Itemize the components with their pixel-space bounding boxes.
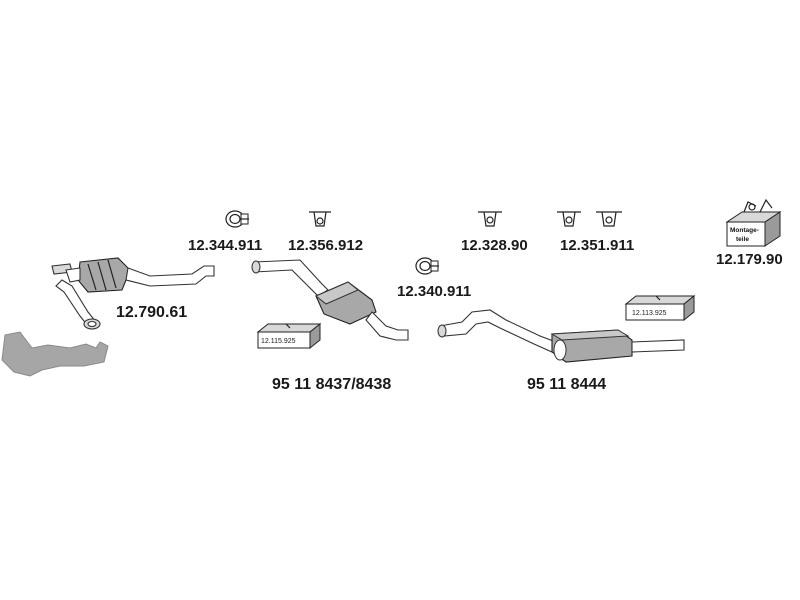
box-label: 12.115.925 [261, 338, 296, 345]
rubber-hanger-icon [557, 211, 622, 227]
box-label: 12.113.925 [632, 310, 667, 317]
rubber-hanger-icon [478, 211, 502, 227]
part-number-hanger: 12.351.911 [560, 237, 634, 254]
catalytic-converter-icon [51, 257, 215, 330]
kit-box-line2: teile [736, 236, 749, 243]
part-number-clamp: 12.344.911 [188, 237, 262, 254]
exhaust-manifold-shadow [1, 331, 109, 377]
package-box-icon: 12.115.925 [256, 322, 322, 350]
package-box-icon: 12.113.925 [624, 294, 696, 322]
part-number-rear-silencer: 95 11 8444 [527, 376, 606, 393]
clamp-icon [225, 210, 249, 228]
part-number-kit: 12.179.90 [716, 251, 783, 268]
mounting-kit-box-icon: Montage- teile [725, 198, 782, 247]
part-number-catalyst: 12.790.61 [116, 304, 187, 321]
part-number-hanger: 12.356.912 [288, 237, 363, 254]
kit-box-line1: Montage- [730, 227, 759, 234]
part-number-hanger: 12.328.90 [461, 237, 528, 254]
rubber-hanger-icon [309, 211, 331, 227]
part-number-middle-silencer: 95 11 8437/8438 [272, 376, 391, 393]
middle-silencer-icon [251, 259, 409, 341]
part-number-clamp: 12.340.911 [397, 283, 471, 300]
clamp-icon [415, 257, 439, 275]
rear-silencer-icon [437, 309, 685, 363]
